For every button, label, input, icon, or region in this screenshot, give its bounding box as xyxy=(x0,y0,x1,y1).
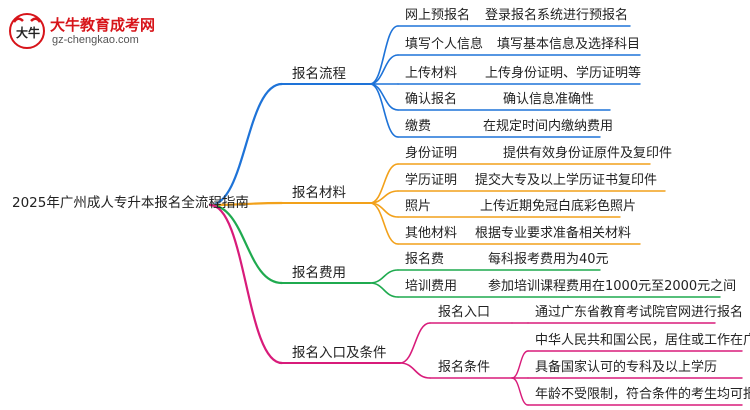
node-process-detail: 在规定时间内缴纳费用 xyxy=(483,119,614,134)
node-materials-label: 照片 xyxy=(405,199,432,214)
branch-to-node-connector xyxy=(399,362,431,379)
node-conditions-detail: 中华人民共和国公民，居住或工作在广东省 xyxy=(535,333,750,348)
branch-process: 报名流程 xyxy=(292,66,346,82)
branch-fees: 报名费用 xyxy=(292,265,346,281)
node-materials-label: 其他材料 xyxy=(405,226,458,241)
node-fees-label: 培训费用 xyxy=(405,279,458,294)
node-process-detail: 登录报名系统进行预报名 xyxy=(485,8,629,23)
node-materials-detail: 提交大专及以上学历证书复印件 xyxy=(475,173,658,188)
root-to-branch-connector xyxy=(208,203,284,365)
branch-entry-conditions: 报名入口及条件 xyxy=(292,345,387,361)
node-entry-detail: 通过广东省教育考试院官网进行报名 xyxy=(535,305,744,320)
branch-to-node-connector xyxy=(369,83,399,111)
branch-to-node-connector xyxy=(369,269,399,284)
node-fees-detail: 参加培训课程费用在1000元至2000元之间 xyxy=(488,279,737,294)
bull-logo-icon xyxy=(9,13,45,49)
branch-materials: 报名材料 xyxy=(292,185,346,201)
node-process-detail: 确认信息准确性 xyxy=(503,92,595,107)
root-to-branch-connector xyxy=(208,203,284,285)
node-conditions-detail: 年龄不受限制，符合条件的考生均可报名 xyxy=(535,387,750,402)
node-process-detail: 上传身份证明、学历证明等 xyxy=(485,66,642,81)
branch-to-node-connector xyxy=(369,83,399,138)
node-materials-label: 学历证明 xyxy=(405,173,458,188)
node-process-label: 填写个人信息 xyxy=(405,37,484,52)
node-process-label: 上传材料 xyxy=(405,66,458,81)
root-to-branch-connector xyxy=(208,201,284,207)
root-to-branch-connector xyxy=(208,82,284,207)
branch-to-node-connector xyxy=(369,163,399,204)
node-materials-detail: 上传近期免冠白底彩色照片 xyxy=(480,199,637,214)
site-logo[interactable]: 大牛 大牛教育成考网 gz-chengkao.com xyxy=(8,12,178,52)
branch-to-node-connector xyxy=(399,322,431,364)
node-process-label: 确认报名 xyxy=(405,92,458,107)
node-entry-label: 报名入口 xyxy=(438,305,491,320)
node-fees-detail: 每科报考费用为40元 xyxy=(488,252,609,267)
logo-mark-text: 大牛 xyxy=(16,26,41,40)
node-materials-detail: 提供有效身份证原件及复印件 xyxy=(503,146,673,161)
node-process-label: 网上预报名 xyxy=(405,8,471,23)
node-conditions-label: 报名条件 xyxy=(438,360,491,375)
node-process-detail: 填写基本信息及选择科目 xyxy=(497,37,641,52)
node-fees-label: 报名费 xyxy=(405,252,445,267)
node-materials-detail: 根据专业要求准备相关材料 xyxy=(475,226,632,241)
root-node: 2025年广州成人专升本报名全流程指南 xyxy=(12,195,249,211)
branch-to-node-connector xyxy=(369,25,399,85)
detail-connector xyxy=(511,377,529,406)
detail-connector xyxy=(511,350,529,379)
logo-url: gz-chengkao.com xyxy=(52,34,139,46)
node-conditions-detail: 具备国家认可的专科及以上学历 xyxy=(535,360,718,375)
logo-title: 大牛教育成考网 xyxy=(50,16,156,34)
node-process-label: 缴费 xyxy=(405,119,432,134)
branch-to-node-connector xyxy=(369,54,399,85)
node-materials-label: 身份证明 xyxy=(405,146,458,161)
branch-to-node-connector xyxy=(369,202,399,245)
branch-to-node-connector xyxy=(369,282,399,298)
